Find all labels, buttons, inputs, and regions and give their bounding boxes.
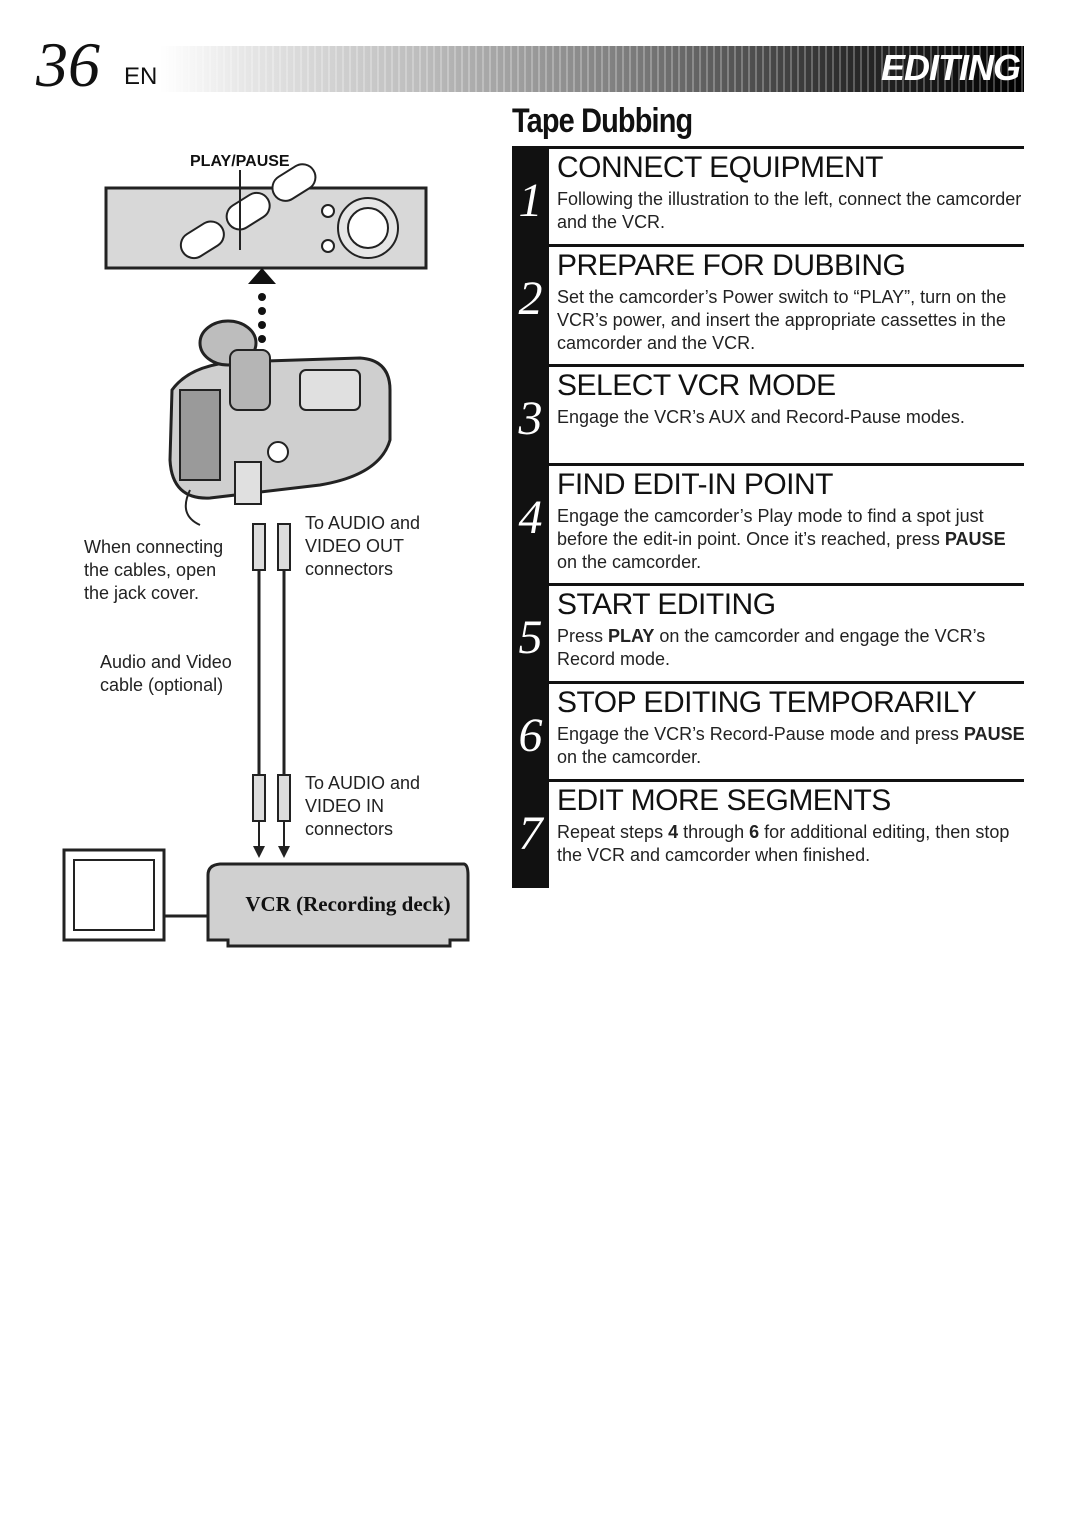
step-text: Following the illustration to the left, …: [557, 189, 1022, 232]
tv-illustration: [62, 848, 208, 942]
cable-label-1: Audio and Video: [100, 652, 232, 672]
step-heading: CONNECT EQUIPMENT: [557, 151, 883, 184]
step-divider: [549, 681, 1024, 684]
play-pause-label: PLAY/PAUSE: [190, 153, 290, 170]
cable-label-2: cable (optional): [100, 675, 224, 695]
step-number: 6: [518, 709, 543, 762]
in-connectors-label-2: VIDEO IN: [305, 796, 385, 816]
page-number: 36: [36, 29, 100, 100]
jack-cover-note-1: When connecting: [84, 537, 224, 557]
step-divider: [549, 583, 1024, 586]
connection-diagram: PLAY/PAUSE: [60, 140, 480, 960]
section-title: EDITING: [880, 47, 1021, 88]
vcr-illustration: [206, 862, 470, 948]
step-number: 5: [518, 611, 543, 664]
out-connectors-label-1: To AUDIO and: [305, 513, 421, 533]
steps-number-bar: [512, 146, 549, 888]
step-text: Engage the VCR’s AUX and Record-Pause mo…: [557, 407, 965, 427]
step-text: Engage the VCR’s Record-Pause mode and p…: [557, 724, 1025, 767]
step-number: 7: [518, 807, 543, 860]
out-connectors-label-2: VIDEO OUT: [305, 536, 405, 556]
in-connectors-label-1: To AUDIO and: [305, 773, 421, 793]
step-heading: SELECT VCR MODE: [557, 369, 836, 402]
out-connectors-label-3: connectors: [305, 559, 394, 579]
jack-cover-note-2: the cables, open: [84, 560, 217, 580]
step-heading: EDIT MORE SEGMENTS: [557, 784, 891, 817]
step-number: 4: [518, 491, 543, 544]
step-number: 3: [518, 392, 543, 445]
page-subtitle: Tape Dubbing: [512, 102, 693, 140]
step-divider: [549, 779, 1024, 782]
control-panel-illustration: [104, 163, 428, 270]
step-text: Engage the camcorder’s Play mode to find…: [557, 506, 1006, 572]
step-divider: [549, 146, 1024, 149]
step-number: 2: [518, 272, 543, 325]
in-connectors-label-3: connectors: [305, 819, 394, 839]
jack-cover-note-3: the jack cover.: [84, 583, 200, 603]
vcr-label: VCR (Recording deck): [245, 892, 451, 916]
step-heading: START EDITING: [557, 588, 776, 621]
step-number: 1: [518, 174, 543, 227]
step-divider: [549, 244, 1024, 247]
step-heading: PREPARE FOR DUBBING: [557, 249, 906, 282]
camcorder-illustration: [168, 319, 392, 526]
header-bar: [160, 46, 1024, 92]
step-heading: STOP EDITING TEMPORARILY: [557, 686, 977, 719]
step-text: Repeat steps 4 through 6 for additional …: [557, 822, 1010, 865]
step-heading: FIND EDIT-IN POINT: [557, 468, 834, 501]
page-language: EN: [124, 63, 158, 90]
step-divider: [549, 364, 1024, 367]
connection-illustration: [62, 163, 470, 948]
step-text: Set the camcorder’s Power switch to “PLA…: [557, 287, 1007, 353]
step-text: Press PLAY on the camcorder and engage t…: [557, 626, 986, 669]
step-divider: [549, 463, 1024, 466]
av-cables: [252, 523, 291, 858]
